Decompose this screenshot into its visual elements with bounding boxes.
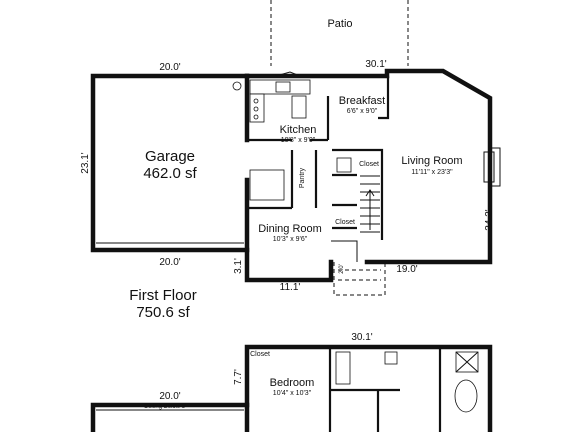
dim-dining-left: 3.1' (233, 258, 244, 274)
second-garage-roof (90, 402, 250, 432)
garage-walls (90, 73, 250, 253)
burner-icon (253, 98, 259, 104)
dim-garage-top: 20.0' (159, 62, 180, 73)
sink-icon (275, 81, 291, 93)
patio-label: Patio (327, 18, 352, 30)
bedroom-name: Bedroom (270, 377, 315, 389)
kitchen-name: Kitchen (280, 124, 317, 136)
vestibule-wall (331, 240, 358, 262)
second-floor-interior (328, 347, 442, 432)
burner-icon (253, 114, 259, 120)
dim-house-top: 30.1' (365, 59, 386, 70)
dim-living-right: 24.2' (484, 209, 495, 230)
toilet-icon-2 (384, 351, 398, 365)
fireplace-outline (490, 147, 501, 187)
kitchen-size: 10'8" x 9'0" (281, 137, 316, 144)
west-south-walls (244, 177, 334, 283)
second-floor: Closet Bedroom 10'4" x 10'3" 30.1' 7.7' … (90, 332, 493, 432)
garage-name: Garage (145, 148, 195, 165)
dim-dining-bottom: 11.1' (280, 282, 301, 293)
closet-name-2: Closet (335, 219, 355, 226)
pantry-closets: Pantry Closet Closet (299, 157, 380, 233)
burner-icon (253, 106, 259, 112)
pantry-walls (290, 150, 318, 208)
dim-second-top: 30.1' (351, 332, 372, 343)
dim-living-bottom: 19.0' (396, 264, 417, 275)
dim-second-garage-top: 20.0' (159, 391, 180, 402)
dim-garage-left: 23.1' (80, 152, 91, 173)
dimensions-first-floor: 20.0' 30.1' 23.1' 20.0' 3.1' 11.1' 2.0' … (80, 59, 495, 293)
tub-oval-icon (454, 379, 478, 413)
floor-area: 750.6 sf (136, 304, 190, 321)
dining-room: Dining Room 10'3" x 9'6" (258, 223, 322, 243)
pantry-name: Pantry (299, 167, 306, 188)
stair-enclosure (332, 148, 384, 240)
dining-size: 10'3" x 9'6" (273, 236, 308, 243)
kitchen-island (291, 95, 307, 119)
porch-steps (333, 262, 386, 296)
stairs-icon (360, 175, 380, 233)
garage: Garage 462.0 sf (90, 73, 250, 253)
dim-garage-bottom: 20.0' (159, 257, 180, 268)
window-top (275, 71, 301, 77)
dining-name: Dining Room (258, 223, 322, 235)
breakfast-name: Breakfast (339, 95, 385, 107)
garage-area: 462.0 sf (143, 165, 197, 182)
bedroom-size: 10'4" x 10'3" (273, 390, 312, 397)
dim-second-left: 7.7' (233, 369, 244, 385)
breakfast-size: 6'6" x 9'0" (347, 108, 378, 115)
living-name: Living Room (401, 155, 462, 167)
dim-porch-side: 2.0' (339, 264, 345, 274)
closet-walls (332, 173, 357, 230)
closet-name-1: Closet (359, 161, 379, 168)
toilet-icon (336, 157, 352, 173)
water-heater-icon (232, 81, 242, 91)
patio: Patio (270, 0, 409, 66)
second-floor-walls (244, 344, 493, 432)
floor-name: First Floor (129, 287, 197, 304)
kitchen-fixtures: Kitchen 10'8" x 9'0" (249, 79, 317, 201)
living-size: 11'11" x 23'3" (411, 169, 453, 176)
shower-cross (455, 351, 479, 373)
ceiling-note: Ceiling Below 5' (144, 404, 187, 410)
fireplace-icon (483, 151, 495, 183)
living-room: Living Room 11'11" x 23'3" (401, 155, 462, 176)
tub-icon (335, 351, 351, 385)
floor-label: First Floor 750.6 sf (129, 287, 197, 321)
interior-walls (247, 76, 390, 262)
breakfast-east-wall (378, 76, 390, 120)
fridge-icon (249, 169, 285, 201)
patio-outline (270, 0, 409, 66)
front-porch (333, 262, 386, 296)
breakfast: Breakfast 6'6" x 9'0" (339, 95, 385, 115)
closet-name-3: Closet (250, 351, 270, 358)
